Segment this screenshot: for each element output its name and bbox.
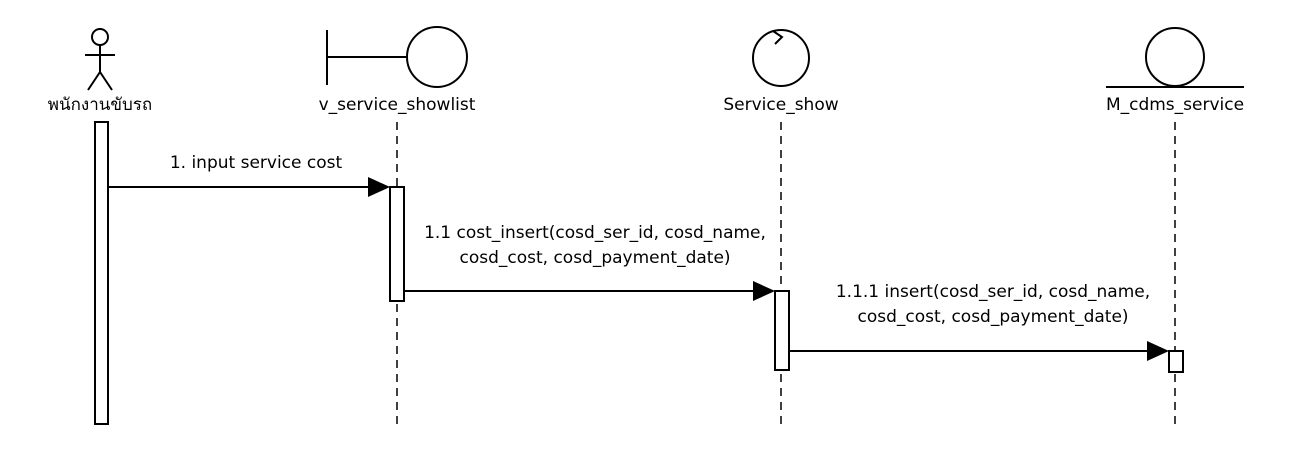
message-1-1-label-line-2: cosd_cost, cosd_payment_date)	[459, 248, 730, 268]
message-1-1: 1.1 cost_insert(cosd_ser_id, cosd_name, …	[404, 223, 775, 301]
participant-v-service-showlist: v_service_showlist	[319, 26, 476, 424]
message-1-1-1: 1.1.1 insert(cosd_ser_id, cosd_name, cos…	[789, 282, 1169, 361]
entity-icon	[1106, 27, 1244, 88]
message-1-1-1-arrowhead	[1147, 341, 1169, 361]
control-icon	[752, 29, 810, 87]
participant-label-driver: พนักงานขับรถ	[48, 95, 152, 115]
participant-driver: พนักงานขับรถ	[48, 28, 152, 425]
activation-bar-m-cdms-service	[1168, 350, 1184, 373]
participant-label-service-show: Service_show	[723, 95, 838, 115]
actor-icon	[85, 28, 115, 91]
participant-label-v-service-showlist: v_service_showlist	[319, 95, 476, 115]
activation-bar-service-show	[774, 290, 790, 371]
boundary-icon	[326, 26, 468, 88]
message-1: 1. input service cost	[108, 153, 390, 197]
message-1-label: 1. input service cost	[170, 153, 343, 173]
participant-label-m-cdms-service: M_cdms_service	[1106, 95, 1244, 115]
message-1-1-1-label-line-1: 1.1.1 insert(cosd_ser_id, cosd_name,	[836, 282, 1150, 302]
message-1-1-arrowhead	[753, 281, 775, 301]
participant-service-show: Service_show	[723, 29, 839, 424]
activation-bar-v-service-showlist	[389, 186, 405, 302]
activation-bar-driver	[94, 121, 109, 425]
message-1-1-label-line-1: 1.1 cost_insert(cosd_ser_id, cosd_name,	[424, 223, 766, 243]
message-1-1-1-label-line-2: cosd_cost, cosd_payment_date)	[857, 307, 1128, 327]
participant-m-cdms-service: M_cdms_service	[1106, 27, 1244, 424]
message-1-arrowhead	[368, 177, 390, 197]
